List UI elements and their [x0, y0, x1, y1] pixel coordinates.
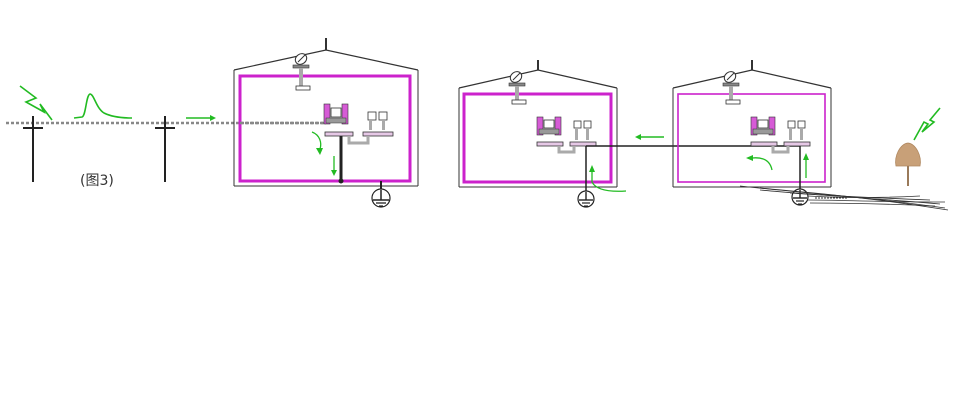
building-roof [458, 69, 618, 89]
lightning-bolt-icon [19, 85, 53, 121]
utility-pole-icon [23, 116, 43, 182]
ground-symbol-icon [577, 190, 595, 208]
utility-pole-icon [155, 116, 175, 182]
computer-equipment-icon [750, 116, 778, 147]
satellite-dish-icon [508, 71, 527, 105]
computer-equipment-icon [362, 111, 394, 137]
building-roof [233, 49, 419, 71]
tree-icon [895, 142, 921, 186]
flow-arrow-icon [186, 115, 216, 121]
building-1 [233, 38, 419, 208]
shield-enclosure [677, 93, 826, 183]
shield-enclosure [462, 92, 613, 184]
building-roof [672, 69, 832, 89]
flow-arrow-icon [635, 134, 664, 140]
satellite-dish-icon [722, 71, 741, 105]
flow-arrow-icon [331, 156, 337, 176]
ground-potential-lines [739, 185, 949, 211]
building-3 [672, 60, 949, 211]
incoming-line-section [6, 85, 326, 182]
ground-symbol-icon [371, 188, 391, 208]
shield-enclosure [238, 74, 412, 183]
building-2 [458, 60, 664, 208]
computer-equipment-icon [783, 120, 811, 147]
computer-equipment-icon [323, 103, 354, 137]
figure-caption: (图3) [80, 173, 114, 189]
lightning-bolt-icon [913, 107, 941, 141]
flow-arrow-icon [803, 153, 809, 178]
surge-pulse-icon [73, 93, 133, 119]
flow-arrow-icon [589, 165, 627, 192]
flow-arrow-icon [311, 131, 323, 155]
computer-equipment-icon [569, 120, 597, 147]
computer-equipment-icon [536, 116, 564, 147]
satellite-dish-icon [292, 53, 311, 91]
flow-arrow-icon [746, 155, 773, 171]
